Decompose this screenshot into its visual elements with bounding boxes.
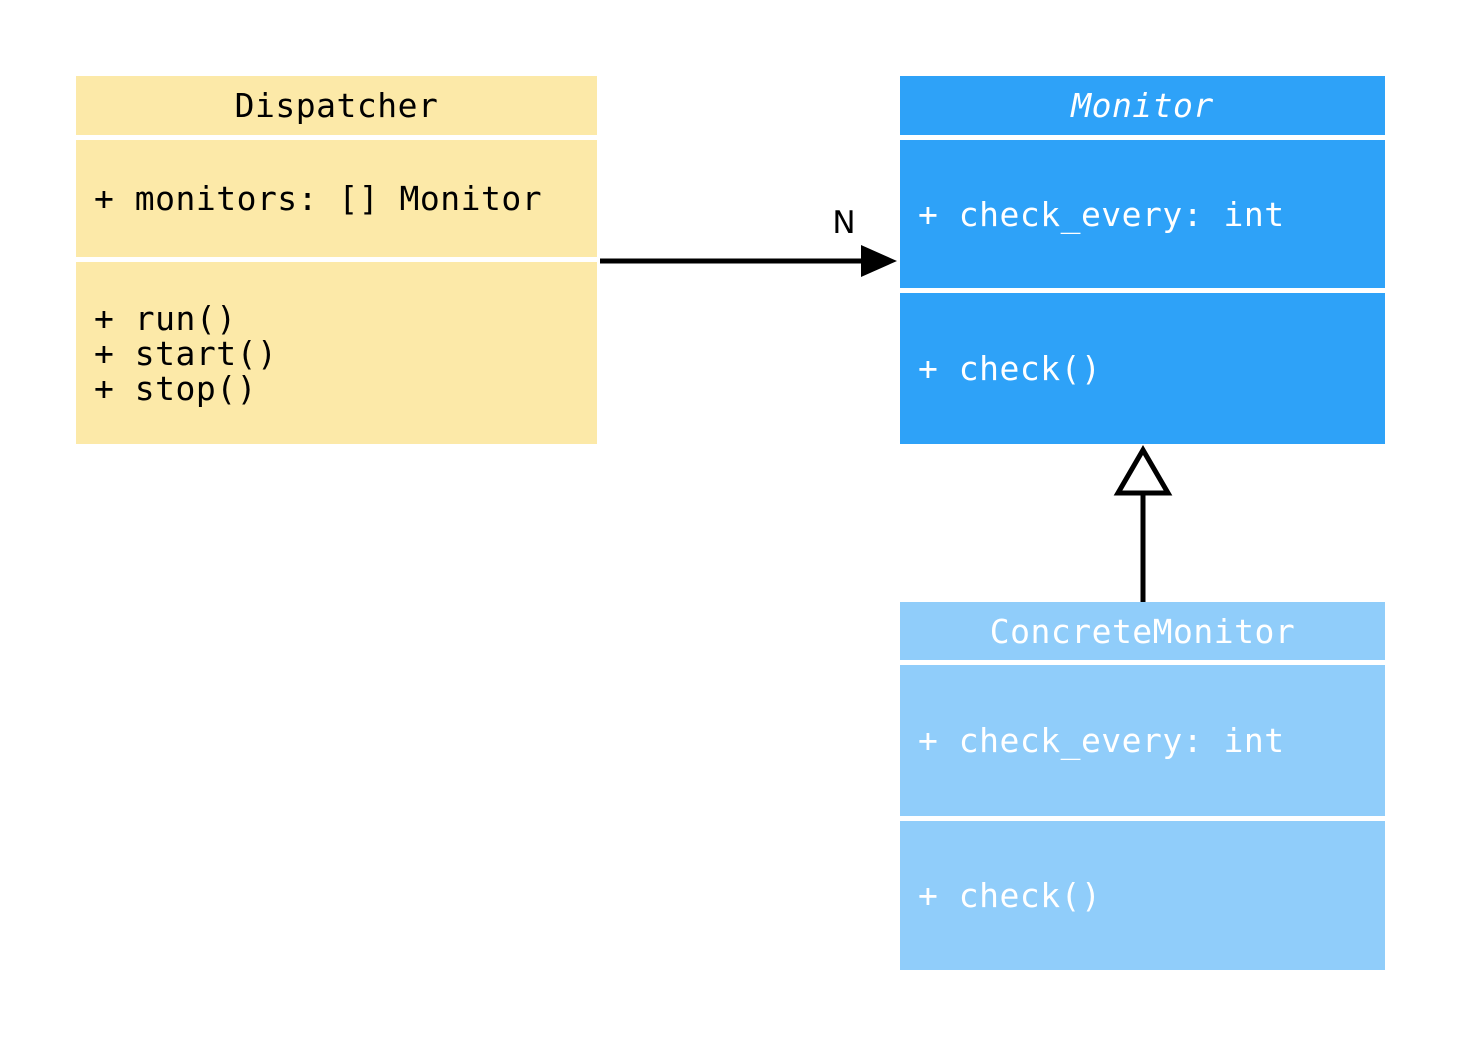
class-dispatcher-attributes: + monitors: [] Monitor: [76, 140, 597, 257]
method-line: + check(): [918, 349, 1102, 388]
method-line: + check(): [918, 876, 1102, 915]
class-dispatcher-title: Dispatcher: [76, 76, 597, 135]
class-dispatcher-methods: + run() + start() + stop(): [76, 262, 597, 444]
method-line: + stop(): [94, 368, 257, 408]
class-concretemonitor-attributes: + check_every: int: [900, 665, 1385, 816]
attribute-line: + monitors: [] Monitor: [94, 179, 543, 218]
class-monitor-attributes: + check_every: int: [900, 140, 1385, 288]
class-concretemonitor-methods: + check(): [900, 821, 1385, 970]
class-concretemonitor-title: ConcreteMonitor: [900, 602, 1385, 660]
class-monitor[interactable]: Monitor + check_every: int + check(): [900, 76, 1385, 444]
association-multiplicity-label: N: [832, 205, 856, 241]
hollow-triangle-icon: [1113, 445, 1173, 496]
class-monitor-title: Monitor: [900, 76, 1385, 135]
method-line: + start(): [94, 333, 278, 373]
generalization-arrow-concretemonitor-to-monitor[interactable]: [1113, 445, 1173, 602]
attribute-line: + check_every: int: [918, 194, 1285, 234]
association-arrow-dispatcher-to-monitor[interactable]: [600, 245, 897, 277]
method-line: + run(): [94, 298, 237, 338]
class-concretemonitor[interactable]: ConcreteMonitor + check_every: int + che…: [900, 602, 1385, 970]
attribute-line: + check_every: int: [918, 721, 1285, 760]
class-monitor-methods: + check(): [900, 293, 1385, 444]
class-dispatcher[interactable]: Dispatcher + monitors: [] Monitor + run(…: [76, 76, 597, 444]
filled-arrowhead-icon: [861, 245, 897, 277]
